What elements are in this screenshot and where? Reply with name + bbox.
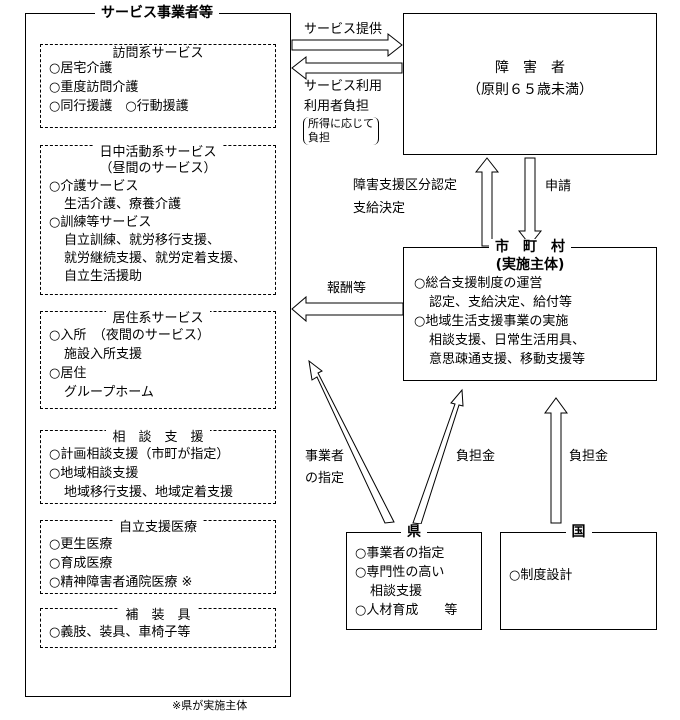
footnote: ※県が実施主体: [172, 699, 248, 712]
residential-services-section: 居住系サービス ○入所 （夜間のサービス） 施設入所支援 ○居住 グループホーム: [40, 311, 276, 409]
medical-support-title: 自立支援医療: [112, 520, 203, 535]
list-item: 相談支援: [370, 584, 423, 599]
list-item: ○専門性の高い: [355, 565, 445, 580]
certification-label-2: 支給決定: [353, 201, 406, 216]
certification-label: 障害支援区分認定: [353, 178, 458, 193]
prefecture-title: 県: [347, 524, 481, 540]
burden-note: 所得に応じて 負担: [303, 117, 379, 145]
city-title-text: 市 町 村: [489, 239, 571, 255]
burden-note-line: 負担: [308, 131, 330, 144]
daytime-services-section: 日中活動系サービス （昼間のサービス） ○介護サービス 生活介護、療養介護 ○訓…: [40, 145, 276, 295]
pref-contribution-label: 負担金: [456, 449, 496, 464]
person-title: 障 害 者: [495, 60, 565, 76]
residential-services-title: 居住系サービス: [106, 311, 210, 326]
medical-support-section: 自立支援医療 ○更生医療 ○育成医療 ○精神障害者通院医療 ※: [40, 520, 276, 594]
city-title: 市 町 村: [404, 239, 656, 255]
burden-note-line: 所得に応じて: [308, 117, 374, 130]
list-item: 自立訓練、就労移行支援、: [64, 233, 221, 248]
designation-label: 事業者: [305, 449, 345, 464]
list-item: 自立生活援助: [64, 269, 143, 284]
visit-services-section: 訪問系サービス ○居宅介護 ○重度訪問介護 ○同行援護 ○行動援護: [40, 44, 276, 128]
list-item: ○同行援護 ○行動援護: [49, 99, 189, 114]
list-item: ○義肢、装具、車椅子等: [49, 625, 191, 640]
list-item: ○制度設計: [509, 568, 573, 583]
nation-title-text: 国: [565, 524, 592, 540]
list-item: ○精神障害者通院医療 ※: [49, 575, 193, 590]
list-item: ○人材育成 等: [355, 603, 458, 618]
remuneration-arrow: [291, 295, 404, 323]
remuneration-label: 報酬等: [327, 281, 367, 296]
service-provision-arrow: [291, 32, 403, 58]
list-item: ○事業者の指定: [355, 546, 445, 561]
service-provision-label: サービス提供: [304, 22, 383, 37]
user-burden-label: 利用者負担: [304, 99, 370, 114]
list-item: ○地域生活支援事業の実施: [414, 314, 569, 329]
list-item: 相談支援、日常生活用具、: [429, 333, 586, 348]
list-item: グループホーム: [64, 385, 154, 400]
list-item: ○計画相談支援（市町が指定）: [49, 447, 230, 462]
list-item: ○介護サービス: [49, 179, 139, 194]
list-item: ○入所 （夜間のサービス）: [49, 328, 210, 343]
city-box: 市 町 村 (実施主体) ○総合支援制度の運営 認定、支給決定、給付等 ○地域生…: [403, 239, 657, 381]
list-item: ○更生医療: [49, 537, 113, 552]
service-use-arrow: [291, 55, 403, 81]
list-item: ○総合支援制度の運営: [414, 276, 543, 291]
prosthetics-title: 補 装 具: [119, 608, 197, 623]
pref-contribution-arrow: [412, 388, 464, 525]
designation-arrow: [308, 359, 395, 524]
list-item: ○訓練等サービス: [49, 215, 152, 230]
list-item: ○居宅介護: [49, 61, 113, 76]
application-label: 申請: [545, 179, 572, 194]
list-item: ○居住: [49, 366, 87, 381]
certification-arrow: [474, 157, 500, 247]
prefecture-box: 県 ○事業者の指定 ○専門性の高い 相談支援 ○人材育成 等: [346, 524, 482, 630]
prefecture-title-text: 県: [401, 524, 427, 540]
prosthetics-section: 補 装 具 ○義肢、装具、車椅子等: [40, 608, 276, 648]
visit-services-title: 訪問系サービス: [106, 46, 210, 61]
city-subtitle: (実施主体): [495, 257, 565, 273]
nation-contribution-label: 負担金: [569, 449, 609, 464]
list-item: 就労継続支援、就労定着支援、: [64, 251, 247, 266]
consultation-section: 相 談 支 援 ○計画相談支援（市町が指定） ○地域相談支援 地域移行支援、地域…: [40, 430, 276, 504]
person-box: 障 害 者 （原則６５歳未満）: [403, 13, 657, 155]
application-arrow: [517, 157, 543, 246]
list-item: ○重度訪問介護: [49, 80, 139, 95]
list-item: ○地域相談支援: [49, 466, 139, 481]
list-item: 意思疎通支援、移動支援等: [429, 352, 586, 367]
daytime-services-title: 日中活動系サービス: [93, 145, 223, 160]
providers-title: サービス事業者等: [95, 5, 219, 21]
list-item: 施設入所支援: [64, 347, 143, 362]
nation-title: 国: [501, 524, 656, 540]
designation-label-2: の指定: [305, 471, 345, 486]
list-item: 地域移行支援、地域定着支援: [64, 485, 234, 500]
consultation-title: 相 談 支 援: [106, 430, 210, 445]
list-item: 生活介護、療養介護: [64, 197, 182, 212]
person-subtitle: （原則６５歳未満）: [467, 82, 593, 98]
list-item: ○育成医療: [49, 556, 113, 571]
nation-box: 国 ○制度設計: [500, 524, 657, 630]
nation-contribution-arrow: [544, 397, 568, 524]
list-item: 認定、支給決定、給付等: [429, 295, 573, 310]
service-use-label: サービス利用: [304, 79, 383, 94]
daytime-subtitle: （昼間のサービス）: [99, 161, 217, 176]
